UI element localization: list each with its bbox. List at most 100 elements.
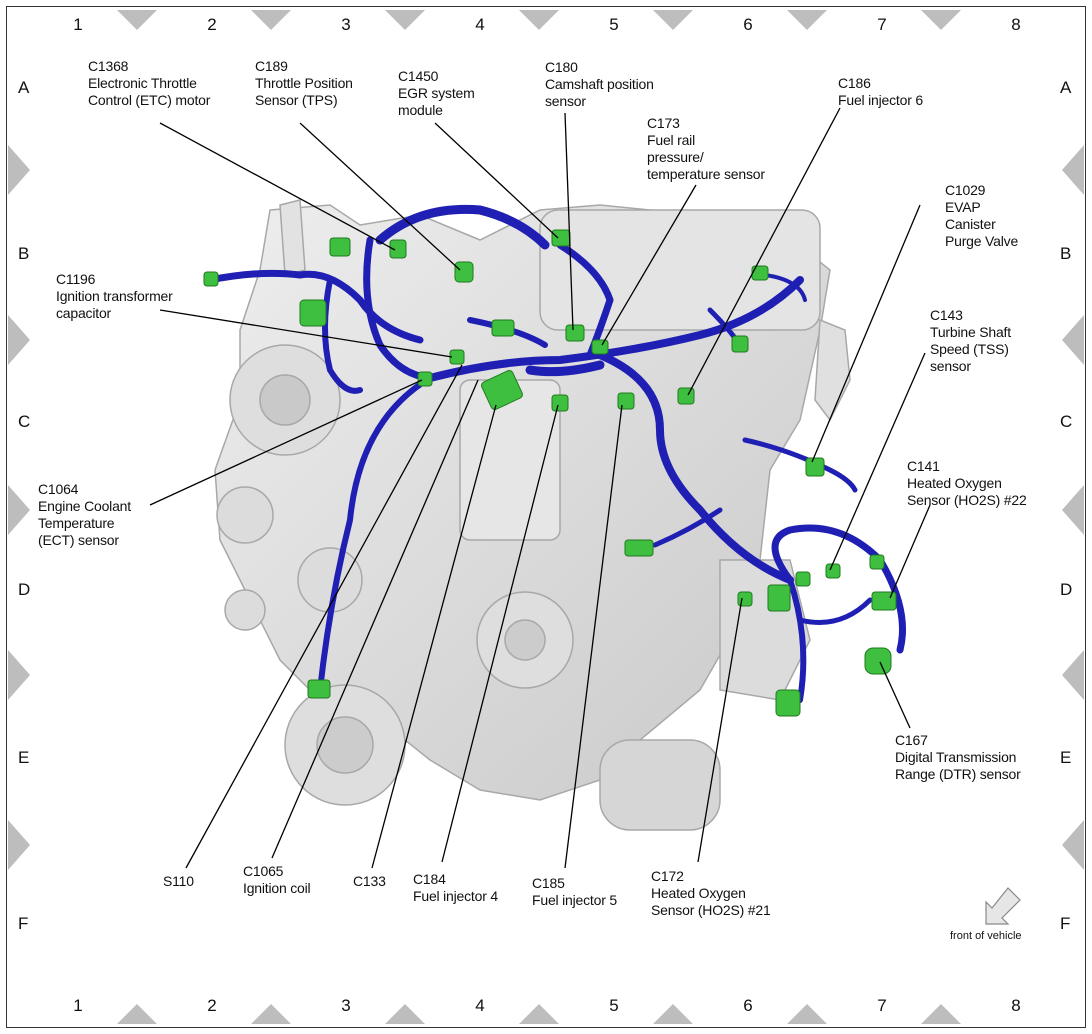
callout-c1065-id: C1065 xyxy=(243,863,284,879)
callout-c1029-id: C1029 xyxy=(945,182,986,198)
callout-c173: C173 Fuel rail pressure/ temperature sen… xyxy=(647,115,765,183)
callout-c1196-line2: capacitor xyxy=(56,305,112,321)
callout-c186-id: C186 xyxy=(838,75,871,91)
callout-c1065-line1: Ignition coil xyxy=(243,880,311,896)
callout-c189-line2: Sensor (TPS) xyxy=(255,92,338,108)
grid-row-d-right: D xyxy=(1060,580,1073,599)
callout-c141: C141 Heated Oxygen Sensor (HO2S) #22 xyxy=(907,458,1027,509)
callout-c184: C184 Fuel injector 4 xyxy=(413,871,498,905)
callout-c180: C180 Camshaft position sensor xyxy=(545,59,654,110)
callout-c1196-id: C1196 xyxy=(56,271,96,287)
callout-c1064: C1064 Engine Coolant Temperature (ECT) s… xyxy=(38,481,131,549)
grid-col-5-top: 5 xyxy=(609,15,619,34)
callout-c186: C186 Fuel injector 6 xyxy=(838,75,923,109)
callout-c184-id: C184 xyxy=(413,871,446,887)
callout-c1196: C1196 Ignition transformer capacitor xyxy=(56,271,173,322)
callout-c180-id: C180 xyxy=(545,59,578,75)
grid-markers-right xyxy=(1062,145,1084,870)
callout-c143-line3: sensor xyxy=(930,358,971,374)
grid-col-6-bottom: 6 xyxy=(743,996,753,1015)
grid-row-b-right: B xyxy=(1060,244,1072,263)
callout-c143-line1: Turbine Shaft xyxy=(930,324,1011,340)
callout-c141-line1: Heated Oxygen xyxy=(907,475,1002,491)
grid-row-b-left: B xyxy=(18,244,30,263)
callout-c143: C143 Turbine Shaft Speed (TSS) sensor xyxy=(930,307,1011,375)
grid-row-c-right: C xyxy=(1060,412,1073,431)
grid-col-4-bottom: 4 xyxy=(475,996,485,1015)
callout-c180-line2: sensor xyxy=(545,93,586,109)
callout-c185-line1: Fuel injector 5 xyxy=(532,892,617,908)
callout-c1064-id: C1064 xyxy=(38,481,79,497)
grid-col-1-top: 1 xyxy=(73,15,83,34)
grid-markers-bottom xyxy=(117,1004,961,1024)
callout-c1450: C1450 EGR system module xyxy=(398,68,475,119)
grid-col-3-bottom: 3 xyxy=(341,996,351,1015)
callout-c167-id: C167 xyxy=(895,732,928,748)
grid-col-2-bottom: 2 xyxy=(207,996,217,1015)
callout-c1065: C1065 Ignition coil xyxy=(243,863,311,897)
grid-row-d-left: D xyxy=(18,580,31,599)
callout-c1450-line2: module xyxy=(398,102,443,118)
callout-c173-id: C173 xyxy=(647,115,680,131)
callout-c172-line2: Sensor (HO2S) #21 xyxy=(651,902,771,918)
callout-c1029-line1: EVAP xyxy=(945,199,981,215)
grid-row-f-right: F xyxy=(1060,914,1071,933)
callout-c1029-line3: Purge Valve xyxy=(945,233,1019,249)
callout-c189: C189 Throttle Position Sensor (TPS) xyxy=(255,58,353,109)
grid-col-8-top: 8 xyxy=(1011,15,1021,34)
callout-c133: C133 xyxy=(353,873,386,890)
callout-c167-line1: Digital Transmission xyxy=(895,749,1017,765)
callout-c173-line1: Fuel rail xyxy=(647,132,695,148)
front-of-vehicle-label: front of vehicle xyxy=(950,930,1022,942)
callout-s110: S110 xyxy=(163,873,194,890)
callout-c189-id: C189 xyxy=(255,58,288,74)
callout-c143-line2: Speed (TSS) xyxy=(930,341,1009,357)
grid-row-a-left: A xyxy=(18,78,30,97)
callout-c1029-line2: Canister xyxy=(945,216,996,232)
engine-block xyxy=(214,199,851,831)
callout-c185-id: C185 xyxy=(532,875,565,891)
grid-col-8-bottom: 8 xyxy=(1011,996,1021,1015)
callout-c189-line1: Throttle Position xyxy=(255,75,353,91)
grid-col-7-top: 7 xyxy=(877,15,887,34)
callout-c1064-line2: Temperature xyxy=(38,515,115,531)
callout-c172: C172 Heated Oxygen Sensor (HO2S) #21 xyxy=(651,868,771,919)
grid-row-e-left: E xyxy=(18,748,30,767)
front-of-vehicle-arrow-icon xyxy=(985,887,1021,925)
grid-markers-left xyxy=(8,145,30,870)
callout-c133-id: C133 xyxy=(353,873,386,889)
callout-c172-line1: Heated Oxygen xyxy=(651,885,746,901)
callout-c1196-line1: Ignition transformer xyxy=(56,288,173,304)
callout-c1450-id: C1450 xyxy=(398,68,439,84)
callout-c1064-line3: (ECT) sensor xyxy=(38,532,119,548)
grid-row-f-left: F xyxy=(18,914,29,933)
grid-col-3-top: 3 xyxy=(341,15,351,34)
callout-c1450-line1: EGR system xyxy=(398,85,475,101)
callout-c172-id: C172 xyxy=(651,868,684,884)
grid-col-6-top: 6 xyxy=(743,15,753,34)
grid-col-2-top: 2 xyxy=(207,15,217,34)
grid-row-a-right: A xyxy=(1060,78,1072,97)
callout-c141-line2: Sensor (HO2S) #22 xyxy=(907,492,1027,508)
callout-c143-id: C143 xyxy=(930,307,963,323)
callout-c1368-line2: Control (ETC) motor xyxy=(88,92,211,108)
wiring-harness xyxy=(206,204,906,703)
connectors xyxy=(203,229,897,717)
callout-c1029: C1029 EVAP Canister Purge Valve xyxy=(945,182,1018,250)
callout-c185: C185 Fuel injector 5 xyxy=(532,875,617,909)
callout-c167: C167 Digital Transmission Range (DTR) se… xyxy=(895,732,1021,783)
callout-c1368-line1: Electronic Throttle xyxy=(88,75,197,91)
grid-markers-top xyxy=(117,10,961,30)
callout-c1368-id: C1368 xyxy=(88,58,129,74)
callout-c1368: C1368 Electronic Throttle Control (ETC) … xyxy=(88,58,210,109)
callout-c141-id: C141 xyxy=(907,458,940,474)
callout-c167-line2: Range (DTR) sensor xyxy=(895,766,1021,782)
grid-col-4-top: 4 xyxy=(475,15,485,34)
callout-c1064-line1: Engine Coolant xyxy=(38,498,131,514)
grid-row-c-left: C xyxy=(18,412,31,431)
callout-s110-id: S110 xyxy=(163,873,194,889)
leader-lines xyxy=(149,107,931,869)
callout-c184-line1: Fuel injector 4 xyxy=(413,888,498,904)
callout-c186-line1: Fuel injector 6 xyxy=(838,92,923,108)
